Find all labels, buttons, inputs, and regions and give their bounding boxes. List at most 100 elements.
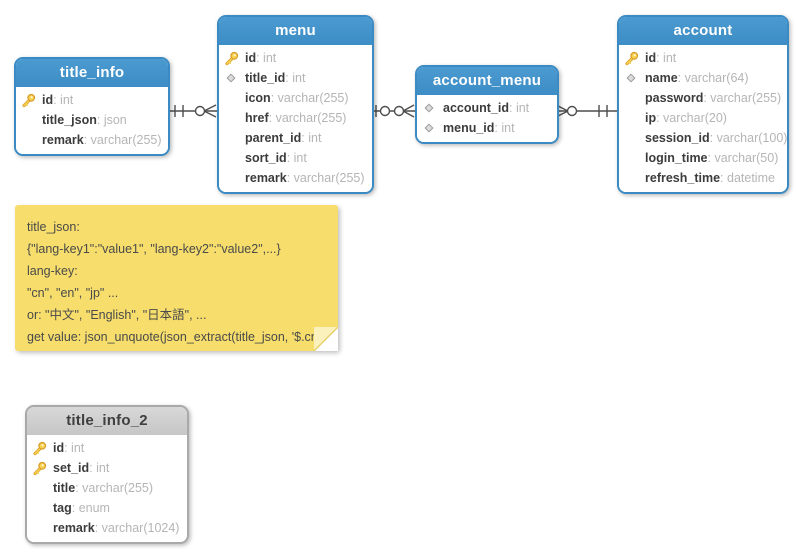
column-name: ip [645, 111, 657, 125]
column-name: parent_id [245, 131, 302, 145]
sticky-note[interactable]: title_json:{"lang-key1":"value1", "lang-… [15, 205, 338, 351]
column-row-menu_id[interactable]: menu_id: int [417, 118, 557, 138]
column-row-id[interactable]: id: int [16, 90, 168, 110]
column-row-parent_id[interactable]: parent_id: int [219, 128, 372, 148]
column-row-refresh_time[interactable]: refresh_time: datetime [619, 168, 787, 188]
column-type: : varchar(255) [286, 171, 365, 185]
column-type: : json [96, 113, 127, 127]
index-diamond-icon [422, 101, 443, 115]
column-row-id[interactable]: id: int [219, 48, 372, 68]
column-name: login_time [645, 151, 708, 165]
column-name: href [245, 111, 269, 125]
index-diamond-icon [224, 71, 245, 85]
table-title[interactable]: title_info [16, 59, 168, 88]
column-type: : varchar(255) [703, 91, 782, 105]
column-row-remark[interactable]: remark: varchar(255) [219, 168, 372, 188]
table-title[interactable]: menu [219, 17, 372, 46]
relationship-account_menu-account[interactable] [555, 104, 617, 118]
column-type: : varchar(255) [75, 481, 154, 495]
column-row-tag[interactable]: tag: enum [27, 498, 187, 518]
column-row-remark[interactable]: remark: varchar(1024) [27, 518, 187, 538]
table-title[interactable]: account_menu [417, 67, 557, 96]
column-type: : int [286, 151, 307, 165]
column-row-id[interactable]: id: int [619, 48, 787, 68]
column-type: : int [494, 121, 515, 135]
column-type: : int [656, 51, 677, 65]
column-type: : enum [71, 501, 110, 515]
note-line: title_json: [27, 220, 80, 234]
index-diamond-icon [422, 121, 443, 135]
note-fold-corner-icon [314, 327, 338, 351]
column-name: account_id [443, 101, 509, 115]
column-row-icon[interactable]: icon: varchar(255) [219, 88, 372, 108]
column-row-set_id[interactable]: set_id: int [27, 458, 187, 478]
column-row-remark[interactable]: remark: varchar(255) [16, 130, 168, 150]
column-name: remark [53, 521, 95, 535]
primary-key-icon [624, 51, 645, 66]
column-type: : int [301, 131, 322, 145]
column-row-sort_id[interactable]: sort_id: int [219, 148, 372, 168]
column-type: : varchar(255) [270, 91, 349, 105]
column-row-title[interactable]: title: varchar(255) [27, 478, 187, 498]
primary-key-icon [21, 93, 42, 108]
column-row-session_id[interactable]: session_id: varchar(100) [619, 128, 787, 148]
column-type: : int [64, 441, 85, 455]
table-title[interactable]: title_info_2 [27, 407, 187, 436]
column-row-href[interactable]: href: varchar(255) [219, 108, 372, 128]
column-row-account_id[interactable]: account_id: int [417, 98, 557, 118]
column-row-name[interactable]: name: varchar(64) [619, 68, 787, 88]
column-name: title_id [245, 71, 286, 85]
column-row-login_time[interactable]: login_time: varchar(50) [619, 148, 787, 168]
index-diamond-icon [624, 71, 645, 85]
relationship-menu-account_menu[interactable] [370, 104, 415, 118]
column-name: title_json [42, 113, 97, 127]
column-name: session_id [645, 131, 710, 145]
column-row-title_id[interactable]: title_id: int [219, 68, 372, 88]
column-name: id [42, 93, 54, 107]
column-row-password[interactable]: password: varchar(255) [619, 88, 787, 108]
column-row-id[interactable]: id: int [27, 438, 187, 458]
primary-key-icon [32, 441, 53, 456]
column-type: : int [285, 71, 306, 85]
column-type: : varchar(255) [268, 111, 347, 125]
note-line: "cn", "en", "jp" ... [27, 286, 119, 300]
relationship-title_info-menu[interactable] [166, 104, 217, 118]
column-name: sort_id [245, 151, 287, 165]
column-name: menu_id [443, 121, 495, 135]
column-type: : int [89, 461, 110, 475]
column-name: id [245, 51, 257, 65]
column-name: id [645, 51, 657, 65]
column-type: : varchar(20) [656, 111, 727, 125]
column-type: : int [53, 93, 74, 107]
note-line: or: "中文", "English", "日本語", ... [27, 308, 207, 322]
column-name: set_id [53, 461, 90, 475]
column-type: : int [509, 101, 530, 115]
primary-key-icon [224, 51, 245, 66]
column-name: remark [245, 171, 287, 185]
column-type: : varchar(100) [709, 131, 788, 145]
column-name: refresh_time [645, 171, 721, 185]
note-line: lang-key: [27, 264, 78, 278]
column-name: icon [245, 91, 271, 105]
column-row-ip[interactable]: ip: varchar(20) [619, 108, 787, 128]
primary-key-icon [32, 461, 53, 476]
column-name: tag [53, 501, 72, 515]
column-type: : varchar(50) [707, 151, 779, 165]
table-title[interactable]: account [619, 17, 787, 46]
column-name: name [645, 71, 678, 85]
column-type: : varchar(255) [83, 133, 162, 147]
note-line: get value: json_unquote(json_extract(tit… [27, 330, 325, 344]
column-row-title_json[interactable]: title_json: json [16, 110, 168, 130]
